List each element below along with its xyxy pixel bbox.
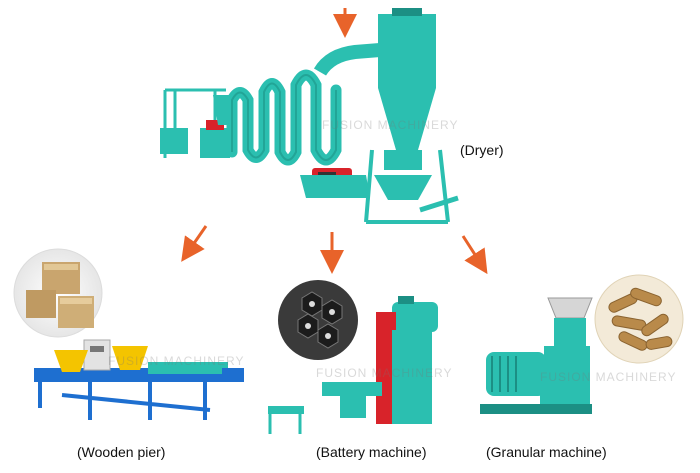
flow-arrow-right [461,235,488,275]
watermark-battery-machine: FUSION MACHINERY [316,366,453,380]
watermark-dryer: FUSION MACHINERY [322,118,459,132]
wooden-pier-machine [13,248,244,420]
watermark-granular-machine: FUSION MACHINERY [540,370,677,384]
granular-machine-caption: (Granular machine) [486,444,607,460]
wooden-pier-caption: (Wooden pier) [77,444,166,460]
flow-arrow-left [181,225,208,262]
granular-machine [480,274,684,414]
watermark-wooden-pier: FUSION MACHINERY [108,354,245,368]
battery-machine-caption: (Battery machine) [316,444,427,460]
dryer-machine [160,8,459,224]
dryer-caption: (Dryer) [460,142,504,158]
battery-machine [268,280,438,434]
